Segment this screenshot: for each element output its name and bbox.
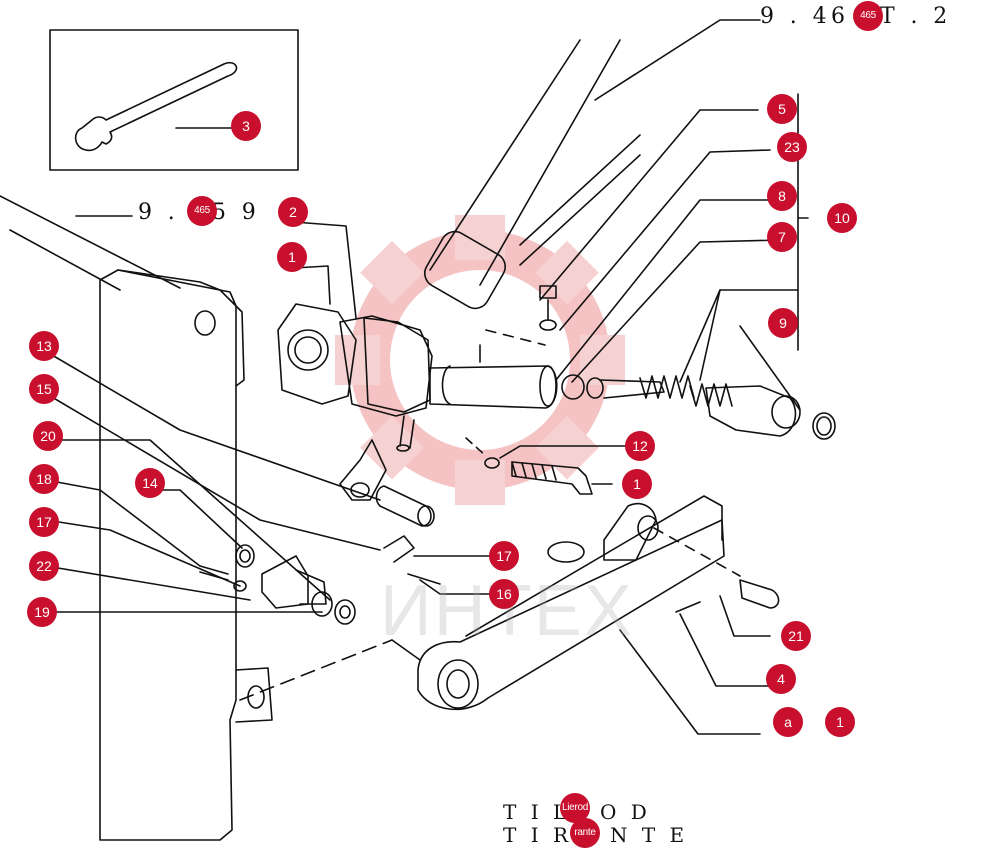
callout-22: 22: [29, 551, 59, 581]
watermark-gear: [335, 215, 625, 505]
callout-13: 13: [29, 331, 59, 361]
wrench-icon: [74, 61, 238, 152]
callout-20: 20: [33, 421, 63, 451]
pin-large: [375, 485, 432, 527]
reference-top-right-suffix: T . 2: [880, 4, 952, 29]
callout-1-bolt: 1: [622, 469, 652, 499]
callout-16: 16: [489, 579, 519, 609]
callout-a: a: [773, 707, 803, 737]
end-cap: [705, 385, 797, 437]
caption-line2-left: T I R: [503, 823, 573, 847]
callout-9: 9: [768, 308, 798, 338]
reference-left-suffix: 5 9: [212, 200, 261, 225]
callout-8: 8: [767, 181, 797, 211]
callout-19: 19: [27, 597, 57, 627]
callout-17-left: 17: [29, 507, 59, 537]
bolt-long: [511, 461, 593, 495]
callout-1-lower: 1: [825, 707, 855, 737]
frame-plate: [99, 269, 237, 841]
callout-17-right: 17: [489, 541, 519, 571]
reference-left: 9 .: [138, 200, 180, 225]
callout-18: 18: [29, 464, 59, 494]
caption-line2-right: N T E: [610, 823, 689, 847]
callout-465-left: 465: [187, 196, 217, 226]
callout-7: 7: [767, 222, 797, 252]
caption-line1-right: O D: [600, 800, 651, 824]
callout-23: 23: [777, 132, 807, 162]
spring-coil: [639, 375, 695, 399]
callout-14: 14: [135, 468, 165, 498]
callout-4: 4: [766, 664, 796, 694]
callout-15: 15: [29, 374, 59, 404]
wrench-inset-frame: [49, 29, 299, 171]
flange-block-1: [277, 303, 357, 405]
callout-1: 1: [277, 242, 307, 272]
callout-2: 2: [278, 197, 308, 227]
callout-21: 21: [781, 621, 811, 651]
callout-5: 5: [767, 94, 797, 124]
callout-3: 3: [231, 111, 261, 141]
callout-465-top: 465: [853, 1, 883, 31]
pin-small: [739, 579, 780, 609]
callout-rante: rante: [570, 818, 600, 848]
cylinder-body: [429, 365, 558, 409]
reference-top-right: 9 . 46: [760, 4, 850, 29]
callout-10: 10: [827, 203, 857, 233]
callout-12: 12: [625, 431, 655, 461]
lower-link-arm: [417, 519, 725, 711]
bracket-block: [261, 555, 309, 609]
